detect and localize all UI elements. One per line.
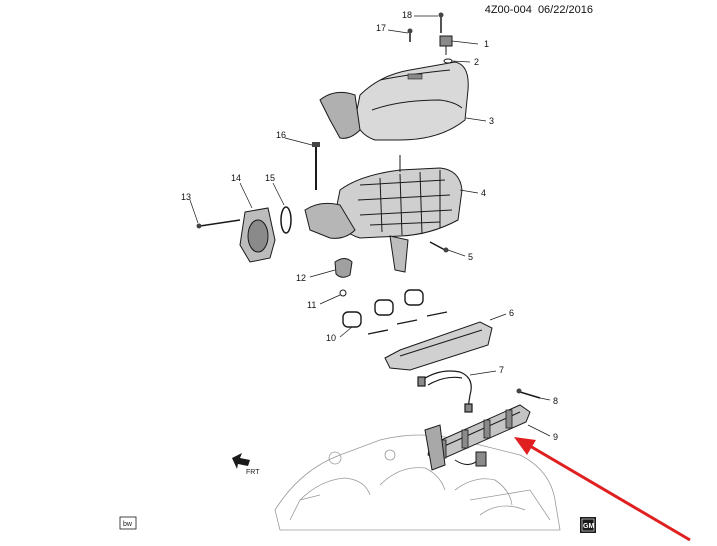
throttle-body — [239, 207, 276, 263]
bw-badge-icon: bw — [119, 516, 137, 530]
callout-18: 18 — [402, 10, 412, 20]
callout-7: 7 — [499, 365, 504, 375]
callout-4: 4 — [481, 188, 486, 198]
fuel-rail-assembly — [424, 404, 531, 471]
engine-block — [274, 434, 561, 531]
bolt-8 — [516, 388, 541, 399]
leader-lines — [189, 15, 551, 437]
highlight-arrow — [514, 437, 691, 542]
gm-logo-icon: GM — [580, 517, 596, 533]
fuel-rail-cover — [384, 321, 493, 371]
figure-date: 06/22/2016 — [537, 4, 593, 16]
bolt-5 — [429, 241, 449, 253]
bw-badge-label: bw — [123, 521, 133, 528]
callout-16: 16 — [276, 130, 286, 140]
intake-manifold — [304, 155, 463, 273]
o-ring-2 — [443, 58, 453, 64]
callout-10: 10 — [326, 333, 336, 343]
engine-cover — [319, 61, 469, 141]
figure-id: 4Z00-004 — [484, 4, 532, 16]
callout-14: 14 — [231, 173, 241, 183]
bolt-18 — [438, 12, 444, 33]
front-arrow-label: FRT — [246, 469, 260, 476]
callout-17: 17 — [376, 23, 386, 33]
sensor-1 — [439, 35, 453, 55]
gm-logo-label: GM — [583, 523, 594, 530]
callout-15: 15 — [265, 173, 275, 183]
bolt-17 — [407, 28, 413, 42]
callout-labels: 1 2 3 4 5 6 7 8 9 10 11 12 13 14 15 16 1… — [181, 10, 558, 442]
injector-harness — [417, 370, 473, 413]
diagram-header: 4Z00-004 06/22/2016 — [485, 4, 593, 16]
seal-11 — [339, 289, 347, 297]
callout-11: 11 — [307, 300, 316, 310]
bolt-13 — [196, 219, 241, 229]
bolt-16 — [312, 142, 320, 190]
callout-9: 9 — [553, 432, 558, 442]
callout-1: 1 — [484, 39, 489, 49]
callout-6: 6 — [509, 308, 514, 318]
callout-8: 8 — [553, 396, 558, 406]
manifold-gaskets — [342, 289, 448, 335]
callout-12: 12 — [296, 273, 306, 283]
callout-3: 3 — [489, 116, 494, 126]
front-arrow-icon: FRT — [232, 453, 260, 476]
callout-2: 2 — [474, 57, 479, 67]
callout-13: 13 — [181, 192, 191, 202]
sensor-12 — [334, 258, 353, 278]
callout-5: 5 — [468, 252, 473, 262]
gasket-15 — [280, 206, 292, 234]
